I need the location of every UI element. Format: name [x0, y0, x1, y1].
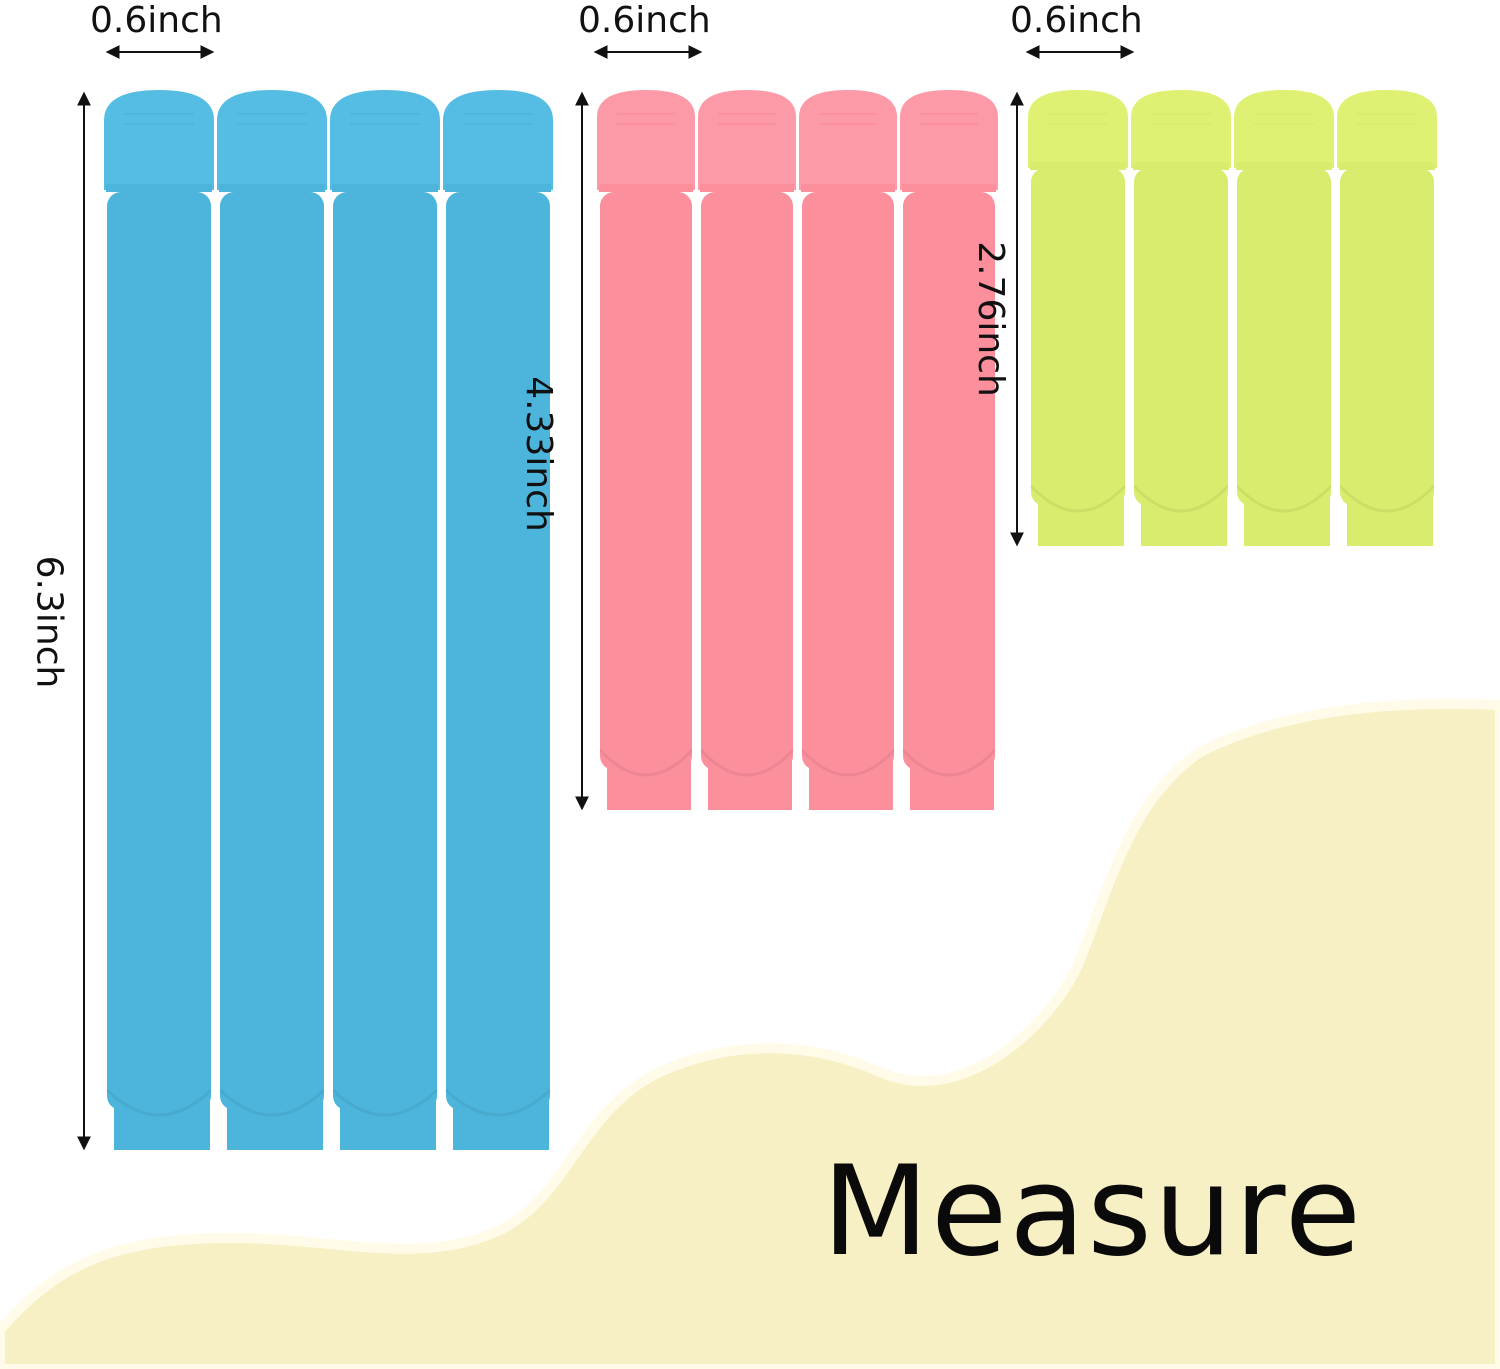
large-clip-width-label: 0.6inch	[90, 0, 223, 41]
large-clip-length-label: 6.3inch	[28, 555, 70, 689]
small-clip-3	[1234, 90, 1334, 546]
medium-clip-width-label: 0.6inch	[578, 0, 711, 41]
small-clip-width-label: 0.6inch	[1010, 0, 1143, 41]
small-clip-1	[1028, 90, 1128, 546]
medium-clip-3	[799, 90, 897, 810]
medium-clip-4	[900, 90, 998, 810]
large-clip-4	[443, 90, 553, 1150]
small-clip-length-label: 2.76inch	[969, 241, 1011, 397]
large-clip-3	[330, 90, 440, 1150]
small-clip-4	[1337, 90, 1437, 546]
small-clip-2	[1131, 90, 1231, 546]
large-clip-2	[217, 90, 327, 1150]
headline-measure: Measure	[822, 1140, 1363, 1284]
background-wave	[0, 698, 1500, 1369]
medium-clip-1	[597, 90, 695, 810]
medium-clip-length-label: 4.33inch	[517, 376, 559, 532]
large-clip-1	[104, 90, 214, 1150]
medium-clip-2	[698, 90, 796, 810]
